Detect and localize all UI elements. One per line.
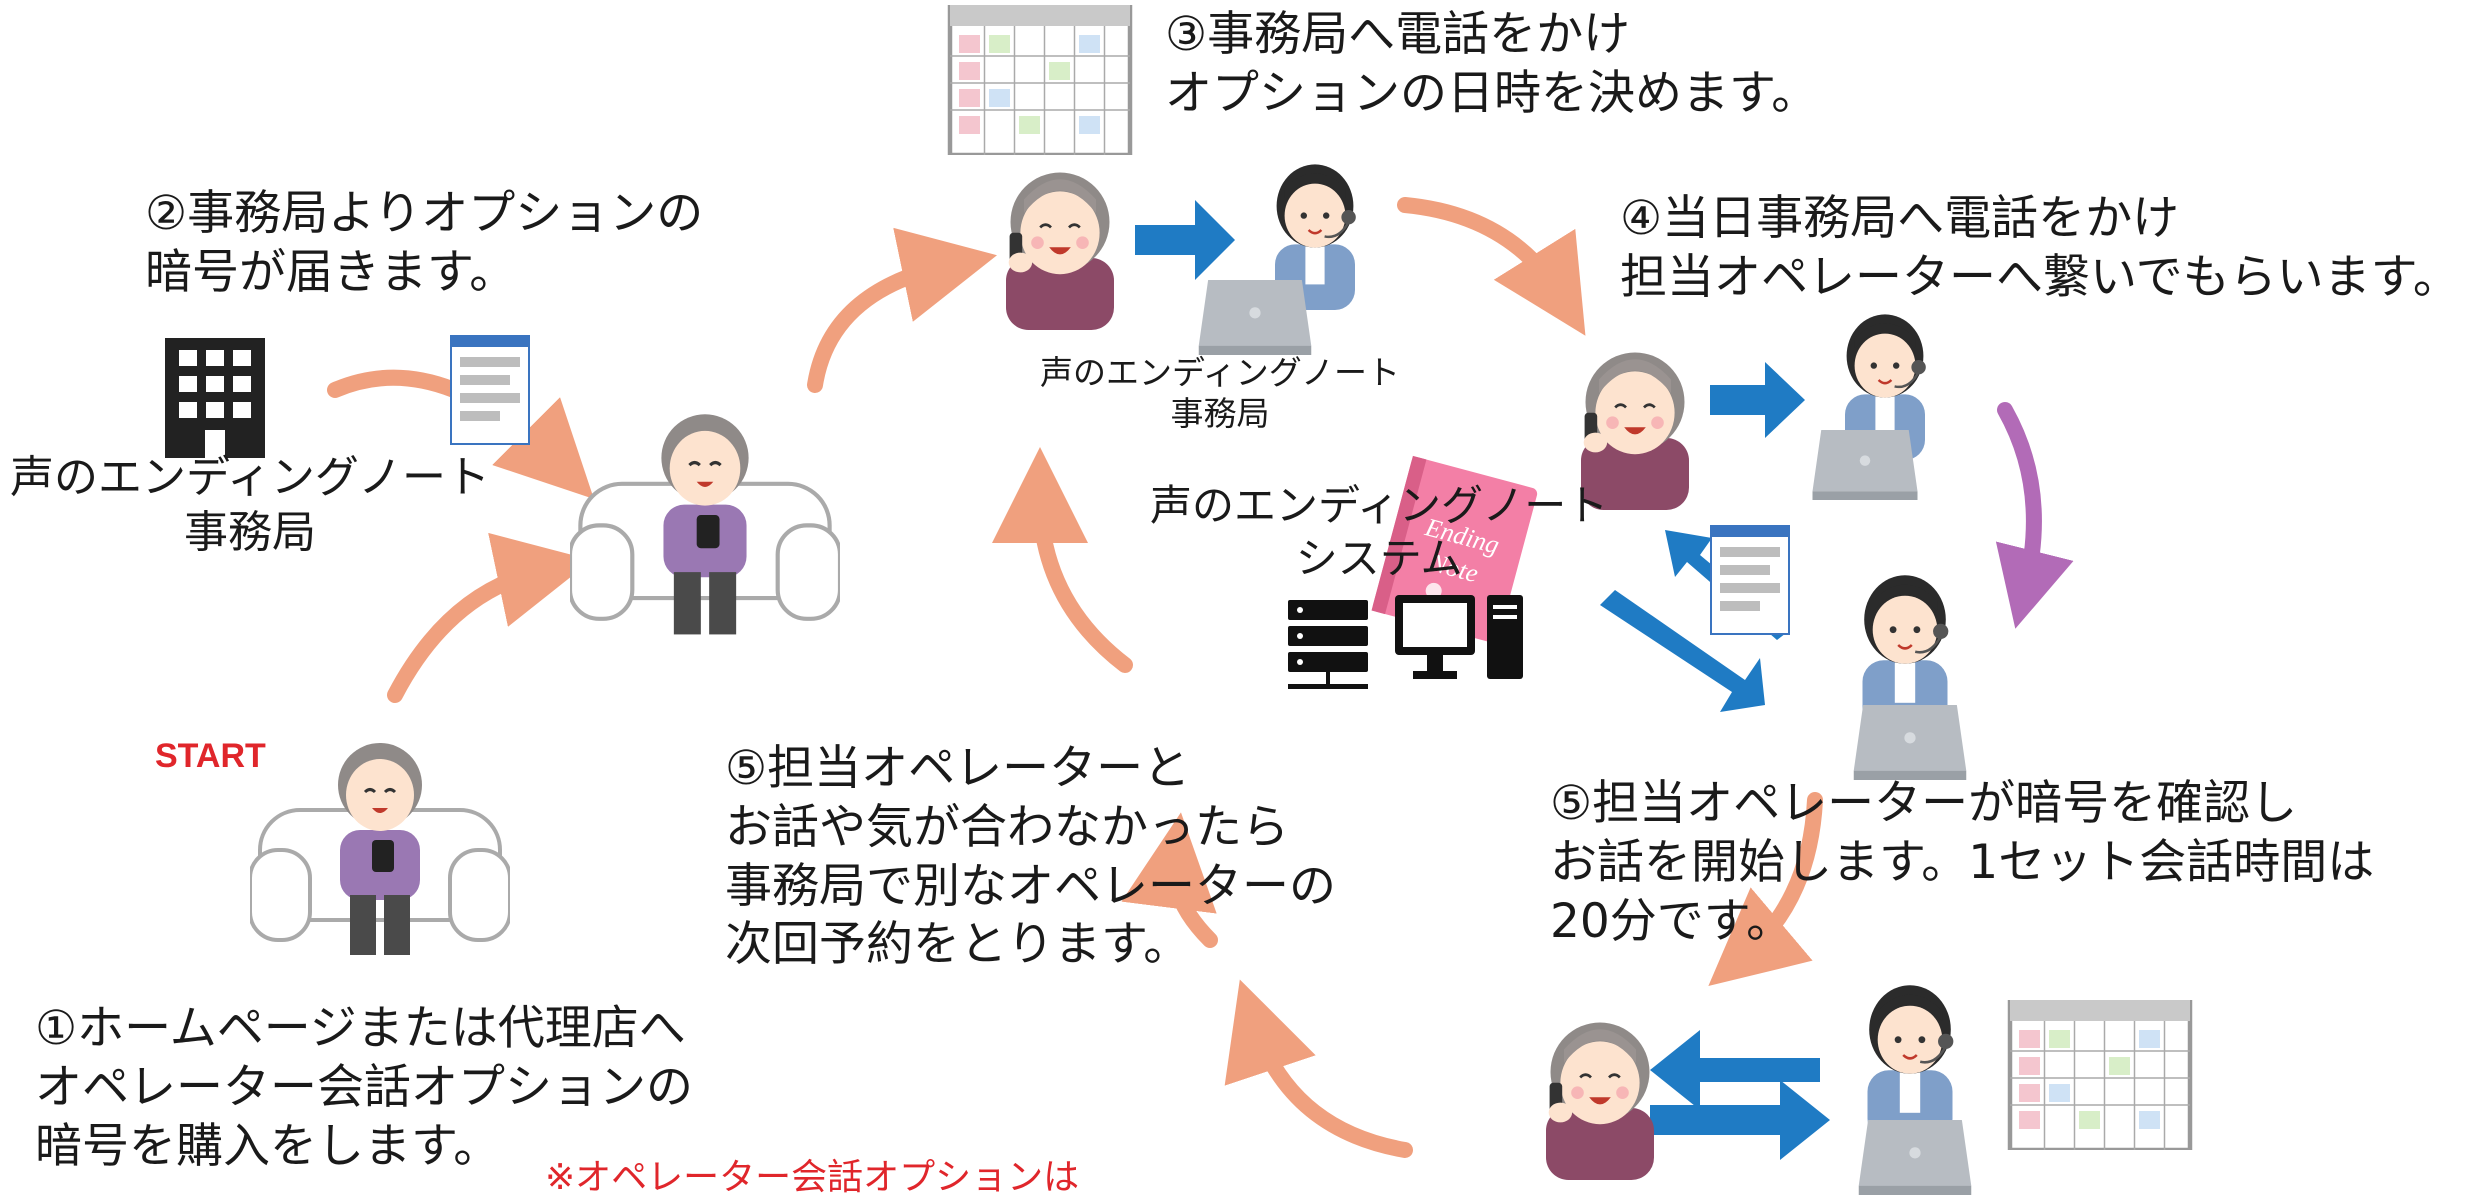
grandma-sofa-code — [570, 380, 840, 650]
blue-arrow-connect-operator — [1710, 362, 1805, 438]
step-1-text: ①ホームページまたは代理店へ オペレーター会話オプションの 暗号を購入をします。 — [35, 1000, 693, 1176]
document-icon-system — [1710, 525, 1790, 635]
step-4-text: ④当日事務局へ電話をかけ 担当オペレーターへ繋いでもらいます。 — [1620, 190, 2460, 308]
step-4-line-1: ④当日事務局へ電話をかけ — [1620, 191, 2180, 246]
curve-arrow-return — [992, 447, 1133, 673]
step-2-line-1: ②事務局よりオプションの — [145, 186, 704, 241]
start-label: START — [155, 737, 266, 775]
step-5-rebook-text: ⑤担当オペレーターと お話や気が合わなかったら 事務局で別なオペレーターの 次回… — [725, 740, 1336, 975]
computer-icon — [1395, 595, 1523, 679]
curve-arrow-operator-to-operator — [1995, 402, 2074, 629]
office-label-top-line-1: 声のエンディングノート — [1040, 353, 1401, 392]
curve-arrow-next-booking — [1224, 979, 1413, 1158]
office-label-left: 声のエンディングノート 事務局 — [10, 450, 490, 560]
calendar-icon-bottom — [2005, 1000, 2195, 1150]
step-3-line-1: ③事務局へ電話をかけ — [1165, 7, 1631, 62]
building-icon — [165, 338, 265, 458]
blue-arrow-grandma-to-operator — [1650, 1080, 1830, 1160]
step-2-line-2: 暗号が届きます。 — [145, 244, 517, 300]
curve-arrow-loop — [1121, 812, 1218, 948]
step-1-line-2: オペレーター会話オプションの — [35, 1059, 693, 1115]
laptop-icon-top — [1190, 280, 1320, 355]
system-label-line-1: 声のエンディングノート — [1150, 481, 1609, 530]
system-label-line-2: システム — [1295, 533, 1463, 583]
blue-arrow-call-office — [1135, 200, 1235, 280]
curve-arrow-office-to-day — [1397, 197, 1586, 336]
office-label-left-line-2: 事務局 — [184, 507, 317, 558]
grandma-sofa-start — [250, 710, 510, 970]
step-1-line-3: 暗号を購入をします。 — [35, 1118, 501, 1174]
blue-arrow-operator-to-grandma — [1650, 1030, 1820, 1110]
step-5-talk-line-2: お話を開始します。1セット会話時間は — [1550, 834, 2375, 890]
blue-arrow-system-to-operator — [1600, 590, 1765, 712]
curve-arrow-start-to-order — [387, 532, 592, 703]
step-5-talk-text: ⑤担当オペレーターが暗号を確認し お話を開始します。1セット会話時間は 20分で… — [1550, 775, 2374, 951]
step-1-line-1: ①ホームページまたは代理店へ — [35, 1001, 686, 1056]
curve-arrow-grandma-to-call — [807, 227, 997, 393]
office-label-top: 声のエンディングノート 事務局 — [1040, 352, 1400, 435]
step-5-rebook-line-3: 事務局で別なオペレーターの — [725, 858, 1336, 914]
laptop-icon-right — [1800, 430, 1930, 500]
curve-arrow-talk-to-next — [1708, 792, 1823, 987]
step-5-rebook-line-1: ⑤担当オペレーターと — [725, 741, 1191, 796]
document-icon — [450, 335, 530, 445]
option-note: ※オペレーター会話オプションは — [545, 1157, 1080, 1198]
laptop-icon-bottom — [1855, 1120, 1975, 1195]
operator-bottom — [1825, 970, 1995, 1140]
system-label: 声のエンディングノート システム — [1150, 480, 1608, 585]
server-icon — [1288, 600, 1368, 689]
step-5-talk-line-3: 20分です。 — [1550, 893, 1794, 949]
grandma-phone-bottom — [1510, 990, 1690, 1190]
step-5-rebook-line-4: 次回予約をとります。 — [725, 917, 1191, 973]
calendar-icon-top — [945, 5, 1135, 155]
step-4-line-2: 担当オペレーターへ繋いでもらいます。 — [1620, 249, 2460, 305]
step-5-rebook-line-2: お話や気が合わなかったら — [725, 799, 1289, 855]
step-2-text: ②事務局よりオプションの 暗号が届きます。 — [145, 185, 703, 303]
grandma-phone-top — [970, 140, 1150, 340]
step-3-line-2: オプションの日時を決めます。 — [1165, 65, 1819, 121]
step-5-talk-line-1: ⑤担当オペレーターが暗号を確認し — [1550, 776, 2298, 831]
step-3-text: ③事務局へ電話をかけ オプションの日時を決めます。 — [1165, 6, 1818, 124]
office-label-left-line-1: 声のエンディングノート — [10, 452, 491, 503]
laptop-icon-middle — [1850, 705, 1970, 780]
office-label-top-line-2: 事務局 — [1170, 394, 1270, 434]
